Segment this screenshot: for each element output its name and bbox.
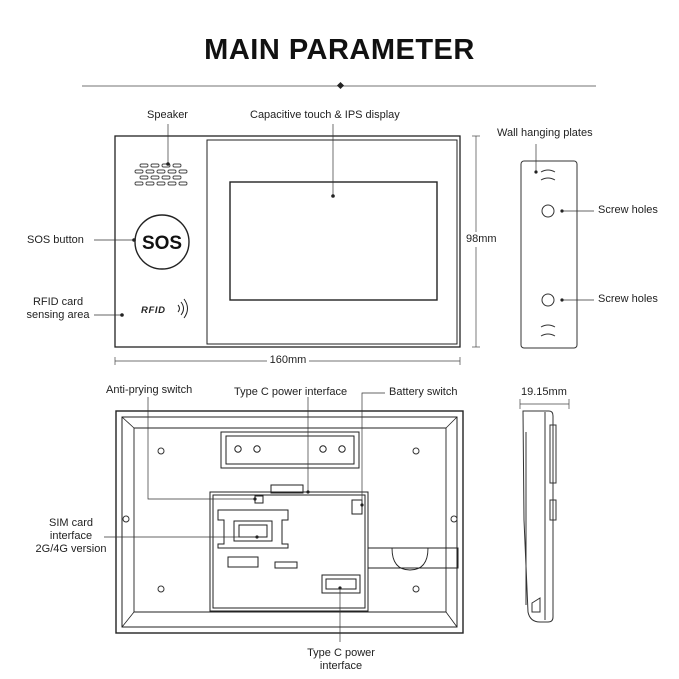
- battery-switch-label: Battery switch: [389, 386, 458, 398]
- page-title: MAIN PARAMETER: [204, 34, 475, 66]
- type-c-bottom-label: Type C power interface: [298, 647, 384, 673]
- height-label: 98mm: [466, 232, 497, 247]
- thickness-label: 19.15mm: [521, 386, 567, 398]
- wall-plate-leaders: [535, 144, 594, 301]
- sim-card-label-line2: interface: [49, 530, 93, 542]
- sos-button-icon: [134, 214, 190, 270]
- side-view: [522, 410, 557, 623]
- rfid-area-label-line2: sensing area: [26, 309, 90, 321]
- rfid-area-label: RFID card sensing area: [22, 296, 94, 322]
- sos-button-label: SOS button: [27, 234, 84, 246]
- type-c-bottom-label-line1: Type C power: [307, 647, 375, 659]
- back-device: [115, 410, 464, 634]
- sim-card-label-line1: SIM card: [48, 517, 93, 529]
- rfid-wave-icon: [177, 298, 188, 319]
- sos-button-text: SOS: [142, 233, 182, 254]
- front-leader-lines: [94, 124, 334, 316]
- sim-card-label: SIM card interface 2G/4G version: [30, 517, 112, 556]
- type-c-bottom-label-line2: interface: [319, 660, 363, 672]
- back-leader-lines: [104, 392, 385, 642]
- speaker-label: Speaker: [147, 109, 188, 121]
- sim-card-label-line3: 2G/4G version: [35, 543, 107, 555]
- wall-plate: [520, 160, 578, 349]
- front-leader-dots: [120, 162, 335, 317]
- speaker-grille-icon: [134, 163, 188, 186]
- rfid-text: RFID: [141, 305, 166, 316]
- sim-card-slot: [217, 509, 289, 549]
- wall-plate-label: Wall hanging plates: [497, 127, 593, 139]
- wall-plate-leader-dots: [534, 170, 564, 302]
- title-diamond: [336, 81, 345, 90]
- width-label: 160mm: [267, 354, 309, 367]
- display-label: Capacitive touch & IPS display: [250, 109, 400, 121]
- thickness-dimension: [519, 399, 570, 409]
- rfid-area-label-line1: RFID card: [32, 296, 84, 308]
- pcb-compartment: [209, 484, 459, 612]
- screw-holes-bottom-label: Screw holes: [598, 293, 658, 305]
- anti-prying-label: Anti-prying switch: [106, 384, 193, 396]
- screw-holes-top-label: Screw holes: [598, 204, 658, 216]
- type-c-top-label: Type C power interface: [234, 386, 348, 398]
- mount-bracket: [220, 431, 360, 469]
- back-screw-holes: [122, 447, 458, 593]
- back-leader-dots: [253, 490, 364, 590]
- front-device: [114, 135, 461, 348]
